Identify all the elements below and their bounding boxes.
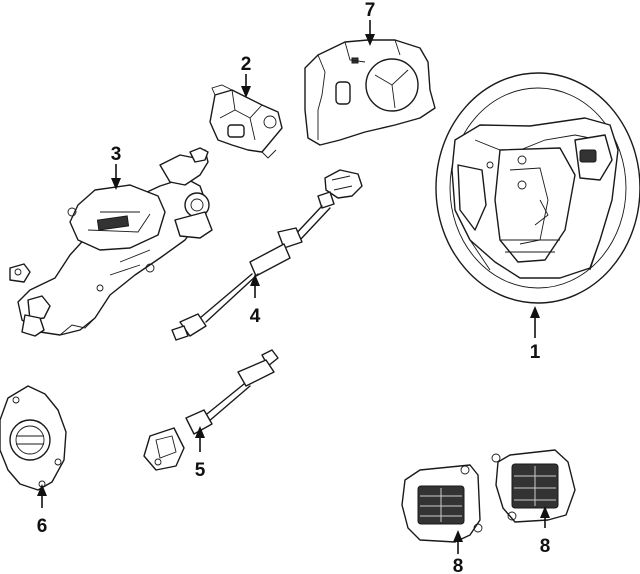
callout-7: 7 bbox=[365, 0, 376, 46]
callout-label-2: 2 bbox=[241, 54, 252, 75]
callout-label-4: 4 bbox=[250, 306, 261, 327]
callout-label-1: 1 bbox=[530, 342, 541, 363]
part-8-switch-left bbox=[401, 464, 483, 543]
callout-label-3: 3 bbox=[111, 144, 122, 165]
callout-6: 6 bbox=[37, 484, 48, 537]
part-2-ignition-switch bbox=[209, 84, 283, 159]
part-3-steering-column bbox=[9, 147, 213, 337]
part-5-lower-shaft bbox=[143, 349, 279, 471]
callout-label-8-right: 8 bbox=[540, 536, 551, 557]
callout-8-right: 8 bbox=[540, 506, 551, 557]
callout-2: 2 bbox=[241, 54, 252, 98]
callout-5: 5 bbox=[195, 426, 206, 481]
callout-label-8-left: 8 bbox=[453, 556, 464, 574]
callout-3: 3 bbox=[111, 144, 122, 190]
part-8-switch-right bbox=[491, 449, 576, 523]
part-7-column-shroud bbox=[304, 39, 436, 146]
callout-label-5: 5 bbox=[195, 460, 206, 481]
callout-8-left: 8 bbox=[453, 530, 464, 574]
callout-1: 1 bbox=[530, 306, 541, 363]
callout-label-7: 7 bbox=[365, 0, 376, 21]
part-4-intermediate-shaft bbox=[171, 169, 363, 341]
callout-4: 4 bbox=[250, 274, 261, 327]
part-1-steering-wheel bbox=[435, 72, 640, 304]
callout-label-6: 6 bbox=[37, 516, 48, 537]
part-6-clockspring bbox=[0, 385, 67, 491]
